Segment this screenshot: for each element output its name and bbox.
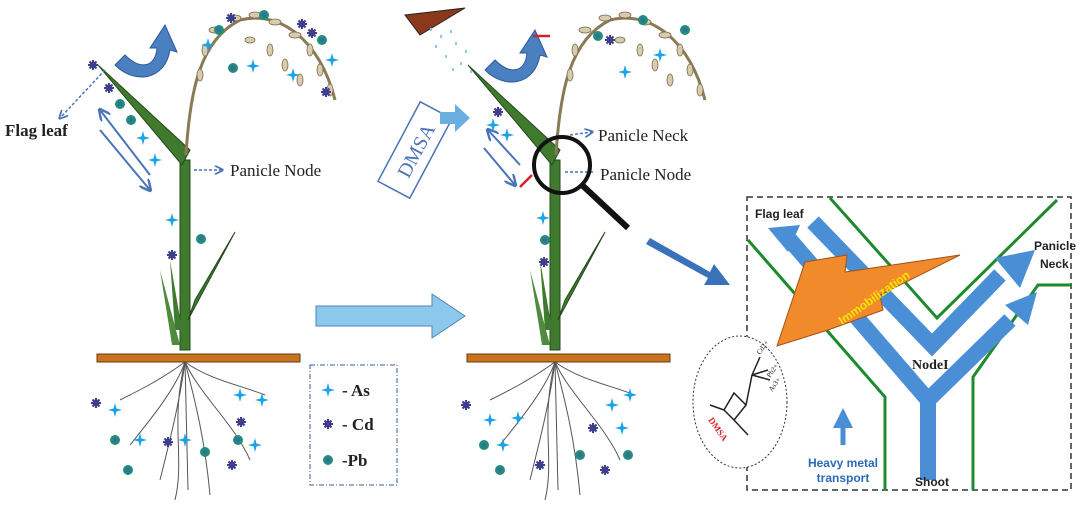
spray-nozzle-icon: [404, 7, 466, 36]
flag-leaf-label: Flag leaf: [5, 121, 68, 140]
inset-panicle-label: Panicle: [1034, 239, 1076, 253]
dot-icon: [323, 455, 333, 465]
transport-label-line1: Heavy metal: [808, 456, 878, 470]
lightning-bolt-icon: [776, 254, 961, 347]
transport-label-line2: transport: [817, 471, 870, 485]
node-inset: Immobilization Flag leaf Panicle Neck No…: [692, 196, 1076, 491]
shoot-label: Shoot: [915, 475, 949, 489]
asterisk-icon: [322, 418, 334, 430]
legend-pb: -Pb: [342, 451, 368, 470]
zoom-arrow: [646, 238, 730, 285]
inset-neck-label: Neck: [1040, 257, 1069, 271]
inset-flag-leaf-label: Flag leaf: [755, 207, 805, 221]
rice-plant-dmsa-treated: DMSA: [376, 7, 707, 502]
panicle-node-label-treated: Panicle Node: [600, 165, 691, 184]
legend: - As - Cd -Pb: [309, 364, 398, 486]
sparkle-icon: [321, 383, 335, 397]
legend-cd: - Cd: [342, 415, 374, 434]
rice-plant-untreated: [60, 10, 339, 502]
node-label: NodeI: [912, 358, 949, 373]
legend-as: - As: [342, 381, 370, 400]
dmsa-chelate-structure: Cd2+ Pb2+ As3+ DMSA: [692, 335, 788, 469]
panicle-neck-label: Panicle Neck: [598, 126, 689, 145]
panicle-node-label: Panicle Node: [230, 161, 321, 180]
magnifier-icon: [532, 135, 631, 231]
transition-arrow: [315, 293, 466, 339]
